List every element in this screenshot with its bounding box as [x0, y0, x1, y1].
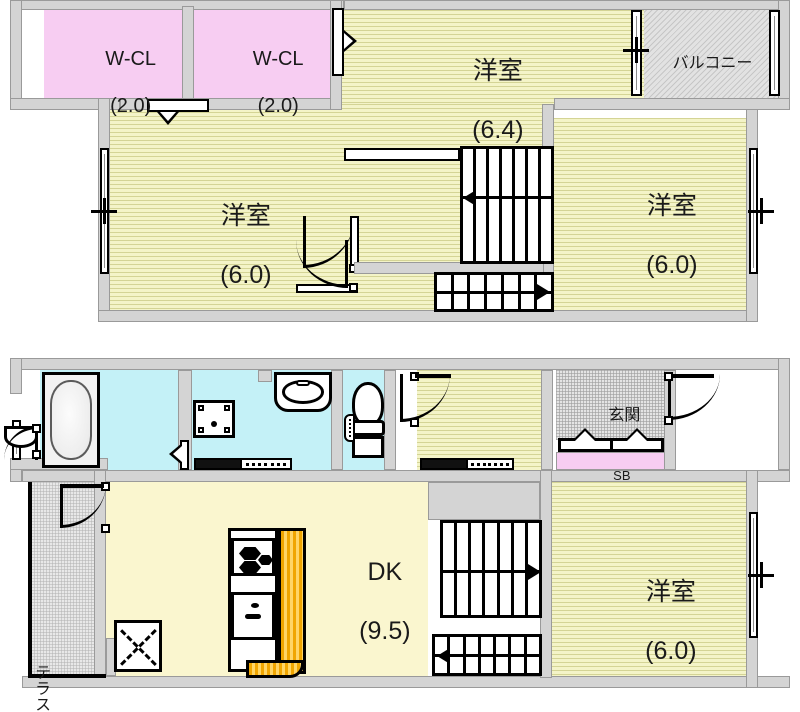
hall-sliding-door-1f-track[interactable]: [466, 458, 514, 470]
wall-lower-band-bottom: [22, 470, 790, 482]
room-hall-1f: [417, 370, 542, 470]
washroom-door-marker: [169, 443, 182, 465]
outdoor-unit-pan: [114, 620, 162, 672]
staircase-1f-lower-arrow: [437, 648, 450, 664]
pan-corner-tr: [224, 405, 230, 411]
wall-lower-left-stub-top: [10, 358, 22, 394]
kitchen-counter: [278, 528, 306, 674]
kitchen-sink: [231, 592, 275, 640]
washroom-sliding-door-track[interactable]: [240, 458, 292, 470]
room-wcl-left: [44, 6, 184, 101]
wall-upper-top-right: [344, 0, 790, 10]
wall-stair-notch-1f: [428, 482, 540, 520]
door-rail-terrace: [62, 484, 104, 488]
kitchen-stove: [231, 538, 275, 576]
window-balcony-right: [769, 10, 780, 96]
genkan-step-tri-right: [623, 428, 650, 441]
door-hinge-bath-top: [32, 424, 41, 433]
wash-basin-tap: [295, 380, 311, 387]
hall-sliding-door-1f[interactable]: [420, 458, 468, 470]
wall-lower-right-edge: [778, 358, 790, 470]
wash-basin: [274, 372, 332, 412]
wall-upper-top-left: [10, 0, 344, 10]
door-hinge-hall-1f-bottom: [410, 418, 419, 427]
door-rail-entrance: [672, 374, 714, 378]
floor-plan-image: W-CL (2.0) W-CL (2.0) 洋室 (6.4) 洋室 (6.0) …: [0, 0, 800, 688]
stove-burner-1: [239, 547, 261, 560]
kitchen-faucet: [244, 614, 261, 620]
door-swing-entrance: [668, 374, 720, 420]
door-rail-hall-1f: [415, 374, 451, 378]
genkan-step: [558, 428, 664, 452]
door-hinge-entrance-bottom: [664, 416, 673, 425]
washing-machine-pan: [193, 400, 235, 438]
door-hinge-room60-left-bottom: [349, 283, 358, 292]
staircase-upper-landing: [434, 272, 554, 312]
staircase-1f-arrow: [528, 564, 541, 580]
toilet-seat: [351, 420, 385, 436]
wall-lower-top: [10, 358, 790, 370]
wall-wash-notch: [258, 370, 272, 382]
staircase-1f-main: [440, 520, 542, 618]
washroom-sliding-door[interactable]: [194, 458, 242, 470]
staircase-upper-arrow: [463, 190, 476, 206]
pan-corner-bl: [198, 427, 204, 433]
wall-upper-left-horiz: [10, 98, 120, 110]
window-marker-1f-room-right: [748, 562, 774, 588]
genkan-step-right: [613, 428, 662, 449]
terrace-edge-left: [28, 482, 32, 678]
wall-balcony-bottom: [554, 98, 790, 110]
wall-hall-genkan-divider: [541, 370, 553, 470]
window-marker-upper-right: [748, 198, 774, 224]
room-yoshitsu-60-left: [110, 104, 342, 312]
room-yoshitsu-64: [342, 6, 644, 104]
door-hinge-terrace-bottom: [101, 524, 110, 533]
window-marker-balcony-left: [623, 37, 649, 63]
staircase-1f-lower: [432, 634, 542, 676]
closet-door-right[interactable]: [332, 8, 344, 76]
stove-burner-3: [239, 561, 261, 574]
wall-upper-left-stub: [10, 0, 22, 110]
hall-sliding-door-upper[interactable]: [344, 148, 460, 161]
toilet-tank: [352, 436, 384, 458]
wall-lower-bottom: [22, 676, 790, 688]
toilet-control-panel[interactable]: [344, 414, 355, 442]
wall-upper-bottom: [98, 310, 758, 322]
wall-toilet-hall-divider: [384, 370, 396, 470]
bathtub: [42, 372, 100, 468]
pan-drain: [211, 420, 217, 427]
pan-corner-tl: [198, 405, 204, 411]
room-balcony: [644, 6, 790, 98]
room-yoshitsu-60-right: [554, 118, 746, 312]
room-wcl-right: [193, 6, 330, 101]
wall-wash-toilet-divider: [331, 370, 343, 470]
door-hinge-bath-bottom: [32, 450, 41, 459]
bathtub-inner: [50, 380, 92, 460]
wall-wcl-divider: [182, 6, 194, 101]
genkan-step-left: [561, 428, 613, 449]
terrace-edge-bottom: [28, 674, 106, 678]
room-yoshitsu-60-1f: [552, 482, 746, 676]
genkan-step-tri-left: [572, 428, 599, 441]
staircase-1f-midrail: [440, 570, 542, 573]
toilet-bowl: [352, 382, 384, 426]
stove-burner-2: [258, 555, 273, 565]
closet-entry-marker-right: [344, 30, 357, 52]
kitchen-counter-foot: [246, 660, 304, 678]
closet-entry-marker-left: [157, 112, 179, 125]
kitchen-sink-drain: [250, 603, 259, 609]
staircase-upper-midrail: [460, 196, 554, 199]
closet-door-left[interactable]: [147, 99, 209, 112]
window-marker-upper-left: [91, 198, 117, 224]
room-shoe-box: [556, 452, 666, 470]
pan-corner-br: [224, 427, 230, 433]
staircase-upper-landing-arrow: [537, 284, 550, 300]
